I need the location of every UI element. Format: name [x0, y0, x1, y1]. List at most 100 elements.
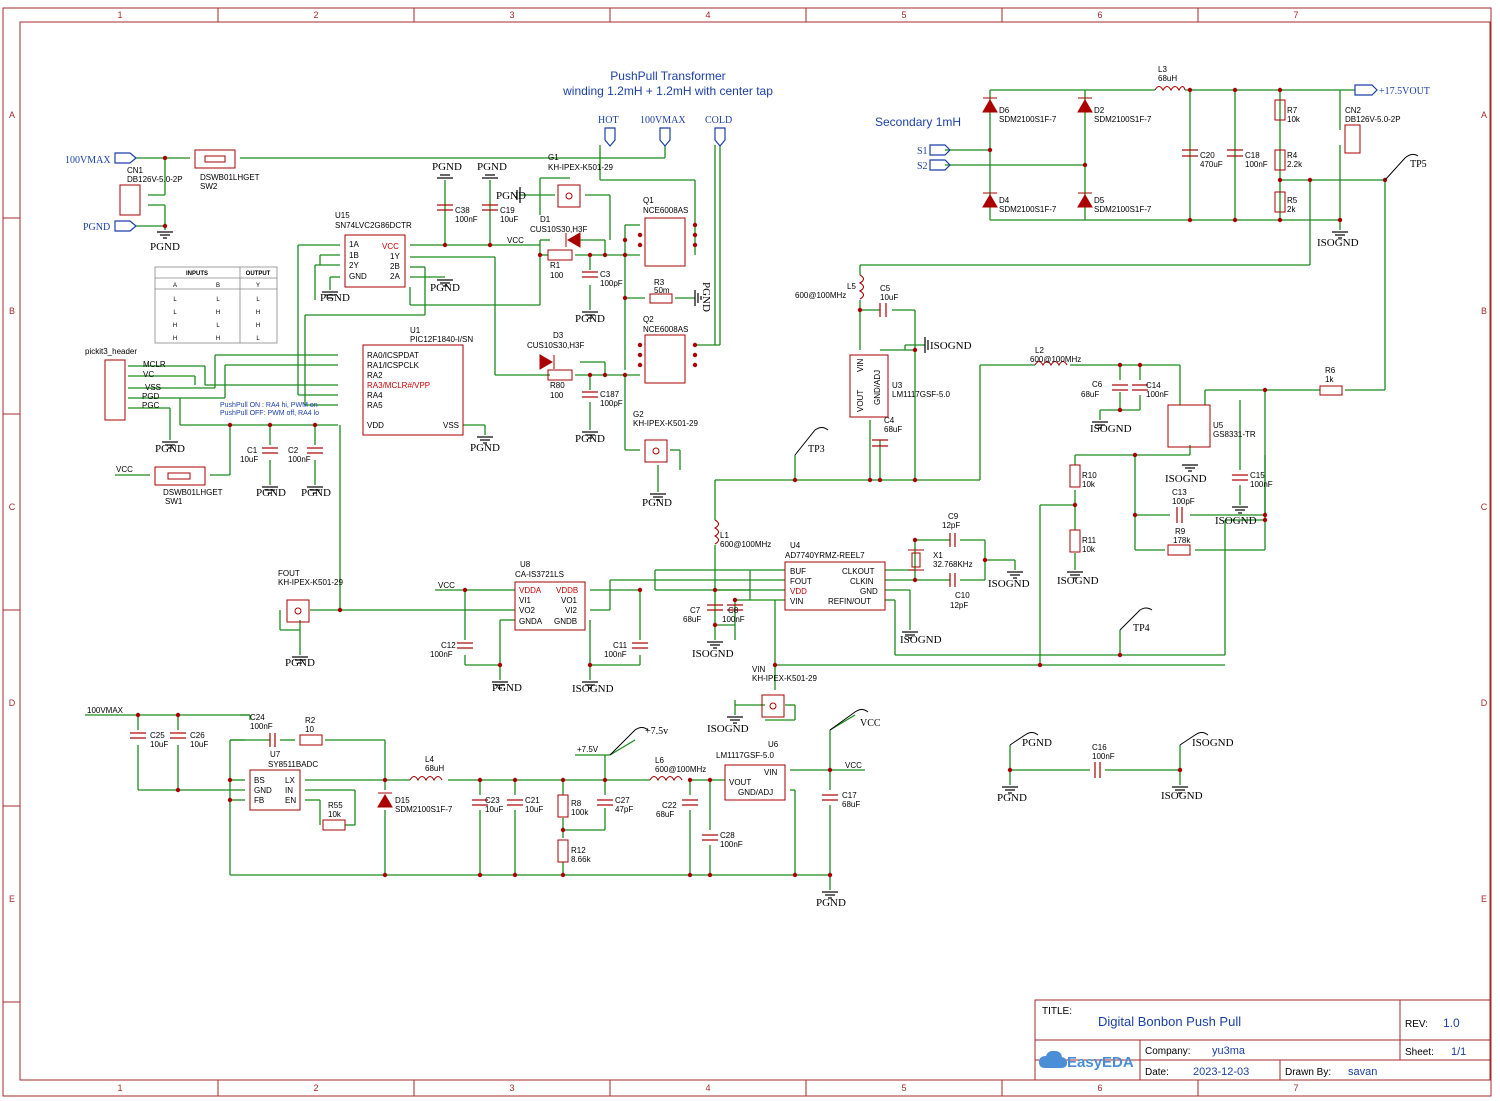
col-label: 3	[509, 10, 514, 20]
svg-text:2Y: 2Y	[349, 261, 359, 270]
svg-text:DB126V-5.0-2P: DB126V-5.0-2P	[127, 175, 183, 184]
svg-text:L: L	[256, 297, 260, 303]
svg-text:100nF: 100nF	[722, 615, 745, 624]
svg-text:VSS: VSS	[443, 421, 459, 430]
col-label: 7	[1293, 1083, 1298, 1093]
row-label: B	[9, 306, 15, 316]
truth-inputs-header: INPUTS	[186, 271, 208, 277]
svg-text:CUS10S30,H3F: CUS10S30,H3F	[527, 341, 584, 350]
svg-text:100nF: 100nF	[604, 650, 627, 659]
col-label: 6	[1097, 1083, 1102, 1093]
svg-text:G2: G2	[633, 410, 644, 419]
svg-text:H: H	[216, 310, 220, 316]
svg-text:GNDB: GNDB	[554, 617, 577, 626]
svg-text:H: H	[173, 336, 177, 342]
svg-text:H: H	[256, 310, 260, 316]
row-label: C	[1481, 502, 1488, 512]
svg-text:PIC12F1840-I/SN: PIC12F1840-I/SN	[410, 335, 473, 344]
svg-text:L1: L1	[720, 531, 729, 540]
truth-col-y: Y	[256, 283, 260, 289]
title-label: TITLE:	[1042, 1006, 1072, 1017]
svg-text:DSWB01LHGET: DSWB01LHGET	[200, 173, 260, 182]
svg-text:ISOGND: ISOGND	[1192, 737, 1234, 749]
svg-text:10k: 10k	[328, 810, 342, 819]
pushpull-on-note: PushPull ON : RA4 hi, PWM on	[220, 402, 318, 409]
svg-text:C5: C5	[880, 284, 891, 293]
svg-text:10k: 10k	[1082, 480, 1096, 489]
svg-text:2B: 2B	[390, 262, 400, 271]
svg-text:VDDA: VDDA	[519, 586, 542, 595]
row-label: D	[9, 698, 16, 708]
svg-text:R5: R5	[1287, 196, 1298, 205]
svg-text:U5: U5	[1213, 421, 1224, 430]
svg-text:R1: R1	[550, 261, 561, 270]
svg-text:D2: D2	[1094, 106, 1105, 115]
svg-text:R3: R3	[654, 278, 665, 287]
svg-text:68uF: 68uF	[683, 615, 701, 624]
svg-text:VIN: VIN	[764, 768, 778, 777]
svg-text:C24: C24	[250, 713, 265, 722]
svg-text:L: L	[173, 310, 177, 316]
svg-text:68uF: 68uF	[884, 425, 902, 434]
rev-value: 1.0	[1443, 1016, 1460, 1030]
svg-text:C10: C10	[955, 591, 970, 600]
svg-text:VCC: VCC	[382, 242, 399, 251]
tp5-label: TP5	[1410, 159, 1427, 170]
svg-text:ISOGND: ISOGND	[707, 723, 749, 735]
svg-text:R4: R4	[1287, 151, 1298, 160]
svg-text:EN: EN	[285, 796, 296, 805]
svg-text:VSS: VSS	[145, 383, 161, 392]
svg-text:1k: 1k	[1325, 375, 1334, 384]
svg-text:C20: C20	[1200, 151, 1215, 160]
svg-text:L4: L4	[425, 755, 434, 764]
svg-text:D15: D15	[395, 796, 410, 805]
svg-text:10uF: 10uF	[525, 805, 543, 814]
component-labels: CN1 DB126V-5.0-2P DSWB01LHGET SW2 DSWB01…	[85, 65, 1401, 864]
svg-text:100nF: 100nF	[288, 455, 311, 464]
svg-text:GND/ADJ: GND/ADJ	[738, 788, 773, 797]
svg-text:68uF: 68uF	[842, 800, 860, 809]
svg-text:178k: 178k	[1173, 536, 1191, 545]
svg-text:10uF: 10uF	[190, 740, 208, 749]
svg-text:RA3/MCLR#/VPP: RA3/MCLR#/VPP	[367, 381, 430, 390]
rev-label: REV:	[1405, 1019, 1428, 1030]
svg-text:U4: U4	[790, 541, 801, 550]
svg-text:VCC: VCC	[507, 236, 524, 245]
svg-text:SN74LVC2G86DCTR: SN74LVC2G86DCTR	[335, 221, 412, 230]
svg-text:LM1117GSF-5.0: LM1117GSF-5.0	[716, 751, 775, 760]
svg-text:PGND: PGND	[432, 161, 462, 173]
svg-text:470uF: 470uF	[1200, 160, 1223, 169]
col-label: 2	[313, 10, 318, 20]
svg-text:H: H	[173, 323, 177, 329]
svg-text:CLKIN: CLKIN	[850, 577, 874, 586]
svg-text:FOUT: FOUT	[278, 569, 300, 578]
junction-dots	[135, 87, 1388, 878]
svg-text:PGND: PGND	[700, 282, 712, 312]
svg-text:FOUT: FOUT	[790, 577, 812, 586]
svg-text:VDDB: VDDB	[556, 586, 578, 595]
svg-text:R80: R80	[550, 381, 565, 390]
row-label: D	[1481, 698, 1488, 708]
svg-text:C1: C1	[247, 446, 258, 455]
small-net-labels: VCC VCC VCC VCC 100VMAX +7.5V MCLR VC VS…	[87, 236, 862, 770]
port-100vmax-in: 100VMAX	[65, 155, 111, 166]
company-value: yu3ma	[1212, 1045, 1246, 1057]
svg-text:D1: D1	[540, 215, 551, 224]
svg-text:100nF: 100nF	[1245, 160, 1268, 169]
svg-text:600@100MHz: 600@100MHz	[795, 291, 846, 300]
sheet-title: Digital Bonbon Push Pull	[1098, 1014, 1241, 1029]
svg-text:PGND: PGND	[1022, 737, 1052, 749]
port-s2: S2	[917, 161, 928, 172]
col-label: 4	[705, 1083, 710, 1093]
svg-text:U7: U7	[270, 750, 281, 759]
svg-text:47pF: 47pF	[615, 805, 633, 814]
svg-text:10uF: 10uF	[485, 805, 503, 814]
svg-text:VIN: VIN	[752, 665, 766, 674]
svg-text:32.768KHz: 32.768KHz	[933, 560, 973, 569]
frame-labels: 1 2 3 4 5 6 7 1 2 3 4 5 6 7 A B C D E A …	[9, 10, 1488, 1093]
svg-text:R10: R10	[1082, 471, 1097, 480]
svg-text:IN: IN	[285, 786, 293, 795]
svg-text:C27: C27	[615, 796, 630, 805]
sheet-frame	[2, 7, 1492, 1097]
